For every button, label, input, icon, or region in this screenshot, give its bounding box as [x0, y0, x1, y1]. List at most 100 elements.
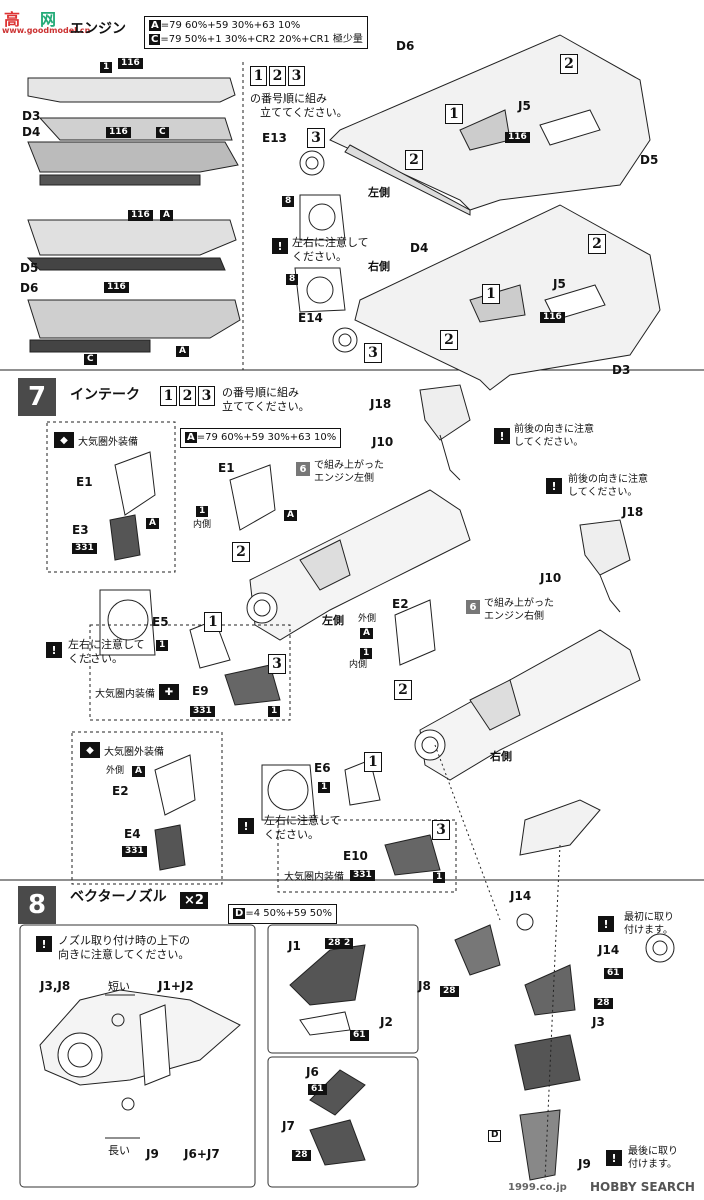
caution-icon-fb-right: ! [546, 478, 562, 494]
paint-c-text: =79 50%+1 30%+CR2 20%+CR1 極少量 [160, 33, 363, 45]
strip-label-d3: D3 [22, 109, 41, 123]
outer-spec-a: ◆ 大気圏外装備 [54, 432, 138, 448]
diag-short: 短い [108, 980, 130, 993]
step-7-title: インテーク [70, 387, 140, 403]
right-side-s7: 右側 [490, 750, 512, 763]
note-fb-right: 前後の向きに注意 してください。 [568, 474, 648, 498]
inner-spec-text-left: 大気圏内装備 [95, 688, 155, 700]
strip-label-d5: D5 [20, 261, 39, 275]
paint-c-code: C [149, 33, 161, 45]
code-a-e2-box: A [132, 766, 145, 777]
s7-order-2-left: 2 [232, 542, 250, 562]
code-d-j9: D [488, 1130, 502, 1142]
code-28-j1: 28 [325, 938, 344, 949]
outer-spec-text: 大気圏外装備 [78, 436, 138, 448]
engine-order-2-mid: 2 [405, 150, 423, 170]
left-side-s7: 左側 [322, 614, 344, 627]
code-61-j2: 61 [350, 1030, 369, 1041]
code-a-e2: A [360, 628, 373, 639]
outer-spec-b: ◆ 大気圏外装備 [80, 742, 164, 758]
label-j5-bottom: J5 [553, 277, 566, 291]
label-j10-right: J10 [540, 571, 562, 585]
step-8-title: ベクターノズル [70, 889, 167, 905]
diag-j9: J9 [146, 1147, 159, 1161]
note-fb-left: 前後の向きに注意 してください。 [514, 424, 594, 448]
s7-order-1-right: 1 [364, 752, 382, 772]
inner-spec-icon-left: ✚ [159, 684, 179, 700]
caution-icon-last: ! [606, 1150, 622, 1166]
outer-spec-icon: ◆ [54, 432, 74, 448]
code-c-a: C [156, 127, 169, 138]
label-j18-right: J18 [622, 505, 644, 519]
s7-order-1: 1 [160, 386, 177, 406]
label-d6: D6 [396, 39, 415, 53]
code-a-e1box: A [146, 518, 159, 529]
engine-order-2-top: 2 [560, 54, 578, 74]
engine-order-1-top: 1 [445, 104, 463, 124]
order-num-3: 3 [288, 66, 305, 86]
label-e1: E1 [218, 461, 235, 475]
inner-spec-left: 大気圏内装備 ✚ [95, 684, 179, 700]
engine-right-step-ref: 6 [466, 600, 480, 614]
paint-a-code: A [149, 20, 161, 31]
label-j6: J6 [306, 1065, 319, 1079]
engine-left-ref-text: で組み上がった エンジン左側 [314, 460, 384, 484]
caution-icon-nozzle: ! [36, 936, 52, 952]
label-j14-detail: J14 [598, 943, 620, 957]
code-116-a: 116 [118, 58, 143, 69]
watermark-logo: 高 [4, 10, 21, 29]
left-side-label: 左側 [368, 186, 390, 199]
code-116-d: 116 [104, 282, 129, 293]
label-e1-box: E1 [76, 475, 93, 489]
caution-icon-fb-left: ! [494, 428, 510, 444]
label-e14: E14 [298, 311, 323, 325]
engine-order-2-bot: 2 [440, 330, 458, 350]
inner-side-e2: 内側 [349, 660, 368, 670]
step8-paint: D=4 50%+59 50% [228, 904, 337, 924]
label-j2: J2 [380, 1015, 393, 1029]
engine-order-2-bot2: 2 [588, 234, 606, 254]
caution-icon-lr-left: ! [46, 642, 62, 658]
outer-spec-text-b: 大気圏外装備 [104, 746, 164, 758]
code-28-j7: 28 [292, 1150, 311, 1161]
order-num-1: 1 [250, 66, 267, 86]
note-last: 最後に取り 付けます。 [628, 1146, 678, 1170]
paint-a-text: =79 60%+59 30%+63 10% [160, 20, 301, 31]
s7-paint-code: A [185, 432, 197, 443]
code-61-j14: 61 [604, 968, 623, 979]
code-116-b: 116 [106, 127, 131, 138]
code-28-j3: 28 [594, 998, 613, 1009]
note-nozzle: ノズル取り付け時の上下の 向きに注意してください。 [58, 934, 190, 961]
caution-icon-lr-right: ! [238, 818, 254, 834]
code-1-e1: 1 [196, 506, 209, 517]
outer-spec-icon-b: ◆ [80, 742, 100, 758]
s7-order-1-left: 1 [204, 612, 222, 632]
engine-order-1-bot: 1 [482, 284, 500, 304]
s7-order-2-right: 2 [394, 680, 412, 700]
diag-j1j2: J1+J2 [158, 979, 194, 993]
label-j8: J8 [418, 979, 431, 993]
outer-side-e2-box: 外側 [106, 766, 125, 776]
step-7-number: 7 [18, 378, 56, 416]
diag-j3j8: J3,J8 [40, 979, 71, 993]
code-a-a: A [160, 210, 173, 221]
watermark-url: www.goodmodel.cn [2, 26, 91, 35]
step7-order-text-2: 立ててください。 [222, 400, 310, 413]
code-1-e6: 1 [318, 782, 331, 793]
engine-title: エンジン [70, 21, 126, 37]
s7-order-3: 3 [198, 386, 215, 406]
engine-order-3-bot: 3 [364, 343, 382, 363]
caution-icon-first: ! [598, 916, 614, 932]
strip-label-d4: D4 [22, 125, 41, 139]
label-j1: J1 [288, 939, 301, 953]
step-8-number: 8 [18, 886, 56, 924]
label-j5-top: J5 [518, 99, 531, 113]
label-j10-left: J10 [372, 435, 394, 449]
hobby-search-logo: HOBBY SEARCH [590, 1180, 695, 1194]
engine-right-ref-text: で組み上がった エンジン右側 [484, 598, 554, 622]
label-d3: D3 [612, 363, 631, 377]
s8-paint-code: D [233, 908, 246, 919]
code-1-e10: 1 [433, 872, 446, 883]
